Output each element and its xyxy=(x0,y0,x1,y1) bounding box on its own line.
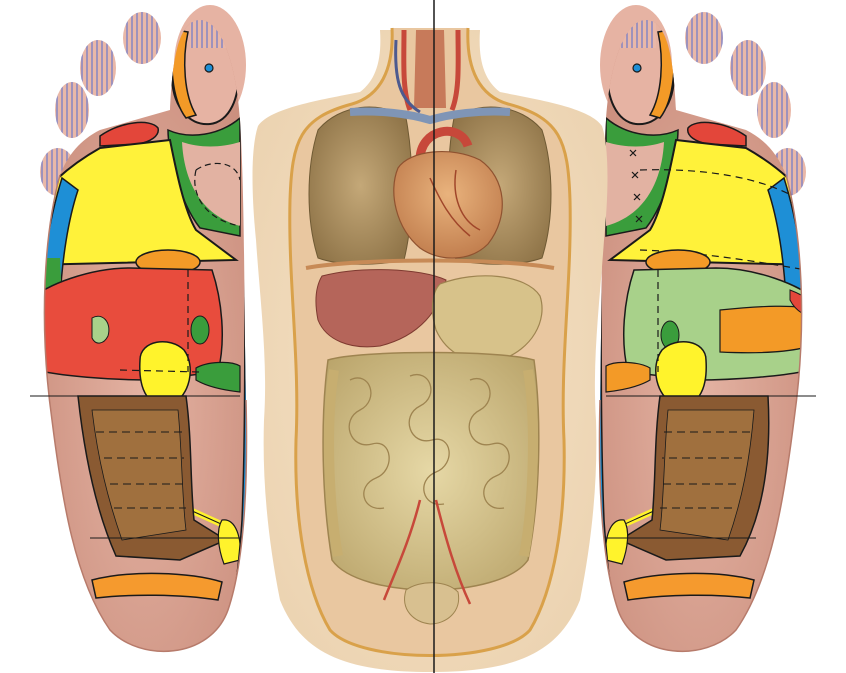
left-pelvis-zone xyxy=(92,573,222,600)
trachea xyxy=(414,30,446,108)
left-toe-2 xyxy=(123,12,161,64)
left-toe-4 xyxy=(55,82,89,138)
right-toe-4 xyxy=(757,82,791,138)
left-pituitary-dot xyxy=(205,64,213,72)
torso-organs-icon xyxy=(253,28,608,672)
left-gallbladder xyxy=(92,316,109,343)
left-green-small xyxy=(191,316,209,344)
right-foot-icon xyxy=(589,5,822,664)
right-toe-3 xyxy=(730,40,766,96)
right-pelvis-zone xyxy=(624,573,754,600)
right-pituitary-dot xyxy=(633,64,641,72)
left-foot-icon xyxy=(30,5,257,664)
left-toe-3 xyxy=(80,40,116,96)
right-toe-2 xyxy=(685,12,723,64)
